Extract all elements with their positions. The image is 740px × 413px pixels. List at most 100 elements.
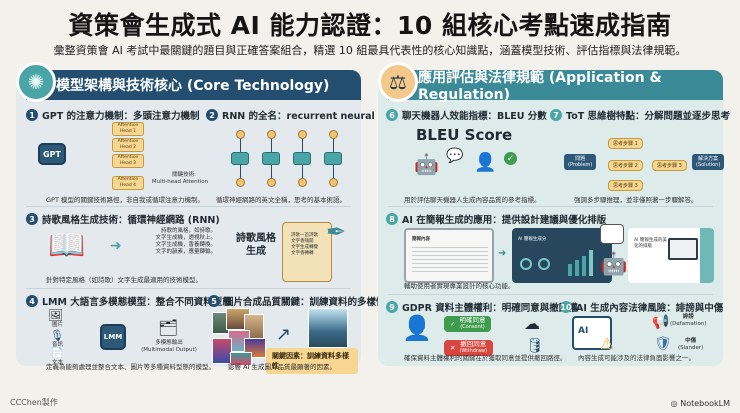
section-caption: 內容生成可能涉及的法律負面影響之一。	[578, 354, 695, 362]
tot-step: 思考步驟 1	[608, 138, 643, 149]
monitor-icon	[668, 238, 698, 260]
tot-step: 思考步驟 3	[608, 180, 643, 191]
checkmark-icon: ✓	[504, 152, 517, 165]
section-legal-risk: 10 AI 生成內容法律風險：誹謗與中傷 AI ⚠ 📢 誹謗(Defamation…	[560, 300, 724, 360]
key-factor-label: 關鍵因素：訓練資料多樣性	[266, 348, 358, 374]
section-title: 圖片合成品質關鍵：訓練資料的多樣性	[224, 297, 386, 308]
lmm-box: LMM	[100, 324, 126, 350]
section-caption: 強調多步驟推理，並非僅照著一步驟解答。	[574, 196, 698, 204]
raw-document-window: 簡報內容	[404, 228, 494, 283]
database-delete-icon: 🛢	[526, 338, 544, 354]
cloud-database-icon: ☁	[524, 314, 540, 333]
defamation-label: 誹謗(Defamation)	[670, 314, 707, 327]
divider	[26, 206, 351, 207]
section-title: RNN 的全名：recurrent neural networks	[222, 111, 428, 122]
input-label: 音訊	[52, 342, 64, 348]
bleu-score-label: BLEU Score	[416, 126, 513, 144]
section-caption: 確保資料主體權利的關鍵在於獲取同意並提供撤回路徑。	[404, 354, 567, 362]
dashboard-slide: AI 簡報生成分	[512, 228, 612, 283]
ai-content-window: AI	[572, 316, 612, 350]
megaphone-icon: 📢	[652, 314, 670, 330]
section-image-synthesis: 5 圖片合成品質關鍵：訓練資料的多樣性 ↗ 關鍵因素：訓練資料多樣性	[208, 294, 386, 374]
designed-slide: AI 簡報生成的美化的排版	[628, 228, 714, 283]
section-title: GDPR 資料主體權利：明確同意與撤回權	[402, 303, 578, 314]
author-credit: CCChen製作	[10, 398, 58, 407]
key-tech-label: 關鍵技術:	[172, 172, 196, 178]
poetry-flow-text: 詩歌的風格，如詩歌。 文字生成機，透視秋上。 文字生成機，香養轉換。 文字的韻素…	[155, 228, 216, 255]
page-subtitle: 彙整資策會 AI 考試中最關鍵的題目與正確答案組合，精選 10 組最具代表性的核…	[53, 44, 687, 57]
section-title: LMM 大語言多模態模型：整合不同資料型態	[42, 297, 232, 308]
attention-head: Attention Head 4	[112, 176, 144, 190]
withdraw-badge: ✕ 撤回同意(Withdraw)	[444, 340, 494, 356]
application-regulation-panel: ⚖ 應用評估與法律規範 (Application & Regulation) 6…	[378, 62, 730, 366]
section-caption: 定義為能夠處理並整合文本、圖片等多種資料型態的模型。	[46, 363, 215, 371]
section-rnn-name: 2 RNN 的全名：recurrent neural networks	[206, 108, 428, 193]
section-title: AI 生成內容法律風險：誹謗與中傷	[576, 303, 724, 314]
image-icon: 🖼	[48, 308, 64, 322]
panel-title: 模型架構與技術核心 (Core Technology)	[56, 78, 330, 94]
section-caption: 輔助使用者實現專業設計的核心功能。	[404, 282, 515, 290]
section-bleu: 6 聊天機器人效能指標：BLEU 分數 BLEU Score 🤖 💬 👤 ✓	[386, 108, 547, 193]
section-number: 1	[26, 109, 38, 121]
section-title: 聊天機器人效能指標：BLEU 分數	[402, 111, 547, 122]
user-icon: 👤	[474, 152, 497, 173]
notebooklm-watermark: ◎ NotebookLM	[670, 399, 730, 408]
section-number: 8	[386, 213, 398, 225]
divider	[388, 206, 713, 207]
city-image	[308, 308, 348, 348]
broken-shield-icon: 🛡	[654, 336, 672, 352]
section-number: 4	[26, 295, 38, 307]
input-label: 圖片	[52, 322, 64, 328]
divider	[388, 294, 713, 295]
section-number: 9	[386, 301, 398, 313]
divider	[26, 288, 351, 289]
section-caption: GPT 模型的關鍵技術路徑，非自我或循環注意力機制。	[46, 196, 204, 204]
section-title: GPT 的注意力機制：多頭注意力機制	[42, 111, 200, 122]
section-title: 詩歌風格生成技術：循環神經網路 (RNN)	[42, 215, 220, 226]
network-icon: ✺	[16, 62, 56, 102]
book-quill-icon: 📖	[48, 228, 86, 263]
scroll-icon: 詩歌一首詩歌 文字香隨開 文字生成轉變 文字香轉轉	[282, 222, 332, 282]
application-regulation-header: ⚖ 應用評估與法律規範 (Application & Regulation)	[378, 62, 723, 103]
section-number: 10	[560, 301, 572, 313]
output-label: 多模態輸出	[155, 340, 183, 346]
slander-label: 中傷(Slander)	[678, 338, 704, 351]
arrow-right-icon: ➜	[110, 238, 122, 254]
key-tech: Multi-head Attention	[151, 179, 209, 185]
robot-assistant-icon: 🤖	[600, 252, 628, 277]
section-number: 5	[208, 295, 220, 307]
trend-up-arrow-icon: ↗	[276, 324, 292, 345]
x-icon: ✕	[450, 344, 456, 352]
core-technology-header: ✺ 模型架構與技術核心 (Core Technology)	[16, 62, 361, 102]
attention-head: Attention Head 2	[112, 138, 144, 152]
section-caption: 用於評估聊天機器人生成內容品質的參考指標。	[404, 196, 541, 204]
arrow-right-icon: ➜	[498, 248, 507, 259]
tot-step: 思考步驟 3	[652, 160, 687, 171]
document-icon: 📄	[51, 348, 64, 359]
notebooklm-logo-icon: ◎	[670, 399, 681, 408]
poetry-style-label: 詩歌風格生成	[236, 233, 276, 257]
tot-solution: 解決方案 (Solution)	[692, 154, 725, 170]
attention-head: Attention Head 3	[112, 154, 144, 168]
input-label: 文本	[52, 360, 64, 366]
core-technology-panel: ✺ 模型架構與技術核心 (Core Technology) 1 GPT 的注意力機…	[16, 62, 428, 374]
user-shield-icon: 👤	[402, 314, 432, 342]
microphone-icon: 🎙	[50, 329, 64, 342]
section-title: AI 在簡報生成的應用：提供設計建議與優化排版	[402, 215, 607, 226]
section-number: 6	[386, 109, 398, 121]
section-number: 2	[206, 109, 218, 121]
tot-step: 思考步驟 2	[608, 160, 643, 171]
chat-bubbles-icon: 💬	[446, 148, 464, 164]
check-icon: ✓	[450, 320, 456, 328]
section-caption: 影響 AI 生成圖片品質最顯著的因素。	[228, 363, 336, 371]
robot-icon: 🤖	[414, 152, 439, 176]
output-sub: (Multimodal Output)	[141, 347, 197, 353]
warning-icon: ⚠	[600, 334, 615, 353]
multimodal-output-icon: 🗂	[158, 318, 179, 337]
gpt-box: GPT	[38, 143, 66, 165]
tot-problem: 問題 (Problem)	[564, 154, 597, 170]
